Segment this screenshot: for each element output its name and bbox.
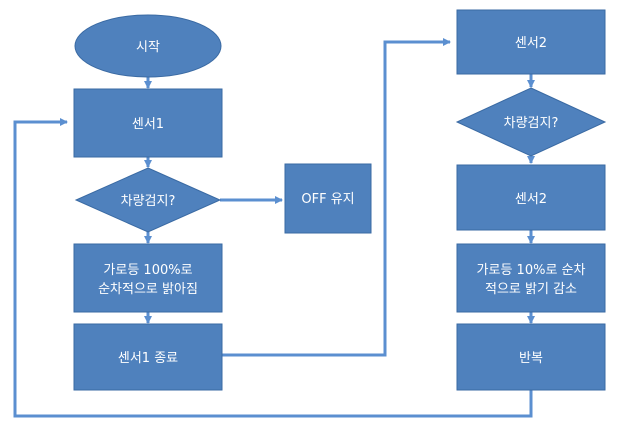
- detect2-shape: [455, 87, 607, 157]
- node-light-on: 가로등 100%로 순차적으로 밝아짐: [73, 243, 223, 313]
- node-detect2: 차량검지?: [455, 87, 607, 157]
- sensor2-mid-label: 센서2: [515, 192, 547, 207]
- node-sensor1-end: 센서1 종료: [73, 323, 223, 391]
- sensor2-top-label: 센서2: [515, 36, 547, 51]
- node-light-dim: 가로등 10%로 순차 적으로 밝기 감소: [456, 243, 606, 313]
- node-sensor2-mid: 센서2: [456, 164, 606, 231]
- start-label: 시작: [136, 40, 160, 55]
- node-repeat: 반복: [456, 323, 606, 391]
- detect2-label: 차량검지?: [504, 116, 559, 131]
- light-on-label-line1: 가로등 100%로: [103, 263, 192, 278]
- edge-sensor1end-to-sensor2: [222, 38, 451, 357]
- edge-repeat-loop-to-sensor1: [13, 118, 533, 418]
- repeat-label: 반복: [519, 351, 543, 366]
- node-sensor1: 센서1: [73, 88, 223, 158]
- detect1-label: 차량검지?: [121, 194, 176, 209]
- sensor1-shape: [73, 88, 223, 158]
- off-keep-label: OFF 유지: [301, 192, 354, 207]
- sensor1-label: 센서1: [132, 117, 164, 132]
- repeat-shape: [456, 323, 606, 391]
- off-keep-shape: [284, 163, 372, 234]
- detect1-shape: [74, 167, 222, 233]
- light-dim-shape: [456, 243, 606, 313]
- sensor1-end-shape: [73, 323, 223, 391]
- sensor2-top-shape: [456, 9, 606, 75]
- connectors: [13, 38, 535, 418]
- node-detect1: 차량검지?: [74, 167, 222, 233]
- node-start: 시작: [74, 14, 222, 78]
- sensor1-end-label: 센서1 종료: [118, 351, 178, 366]
- start-shape: [74, 14, 222, 78]
- light-on-shape: [73, 243, 223, 313]
- node-sensor2-top: 센서2: [456, 9, 606, 75]
- light-dim-label-line2: 적으로 밝기 감소: [485, 282, 577, 297]
- light-on-label-line2: 순차적으로 밝아짐: [98, 282, 198, 297]
- node-off-keep: OFF 유지: [284, 163, 372, 234]
- light-dim-label-line1: 가로등 10%로 순차: [477, 263, 586, 278]
- sensor2-mid-shape: [456, 164, 606, 231]
